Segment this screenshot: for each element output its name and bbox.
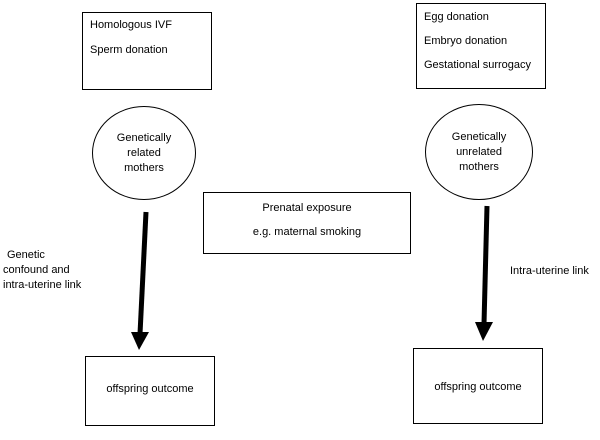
right-methods-box: Egg donation Embryo donation Gestational… [416, 3, 546, 89]
left-method-1: Homologous IVF [90, 19, 172, 31]
left-outcome-text: offspring outcome [106, 383, 194, 395]
genetically-related-mothers-node: Genetically related mothers [92, 106, 196, 200]
exposure-example: e.g. maternal smoking [252, 226, 362, 238]
prenatal-exposure-box: Prenatal exposure e.g. maternal smoking [203, 192, 411, 254]
left-methods-box: Homologous IVF Sperm donation [82, 12, 212, 90]
right-method-2: Embryo donation [424, 35, 508, 47]
left-method-2: Sperm donation [90, 44, 168, 56]
right-outcome-box: offspring outcome [413, 348, 543, 424]
right-method-1: Egg donation [424, 11, 489, 23]
left-mother-line-1: Genetically [116, 131, 172, 144]
left-link-line-2: confound and [3, 264, 70, 276]
exposure-title: Prenatal exposure [262, 202, 352, 214]
right-link-label: Intra-uterine link [510, 265, 589, 277]
right-mother-line-3: mothers [459, 160, 499, 173]
left-mother-line-2: related [127, 146, 161, 159]
left-link-line-3: intra-uterine link [3, 279, 82, 291]
right-outcome-text: offspring outcome [434, 381, 522, 393]
right-method-3: Gestational surrogacy [424, 59, 531, 71]
right-mother-line-2: unrelated [456, 145, 502, 158]
left-arrow-head [131, 332, 149, 350]
right-arrow-head [475, 322, 493, 341]
right-mother-line-1: Genetically [451, 130, 507, 143]
left-link-label: Genetic confound and intra-uterine link [3, 248, 81, 293]
genetically-unrelated-mothers-node: Genetically unrelated mothers [425, 104, 533, 200]
right-arrow-shaft [481, 205, 490, 325]
left-link-line-1: Genetic [7, 249, 45, 261]
left-arrow-shaft [137, 211, 149, 335]
left-mother-line-3: mothers [124, 161, 164, 174]
left-outcome-box: offspring outcome [85, 356, 215, 426]
